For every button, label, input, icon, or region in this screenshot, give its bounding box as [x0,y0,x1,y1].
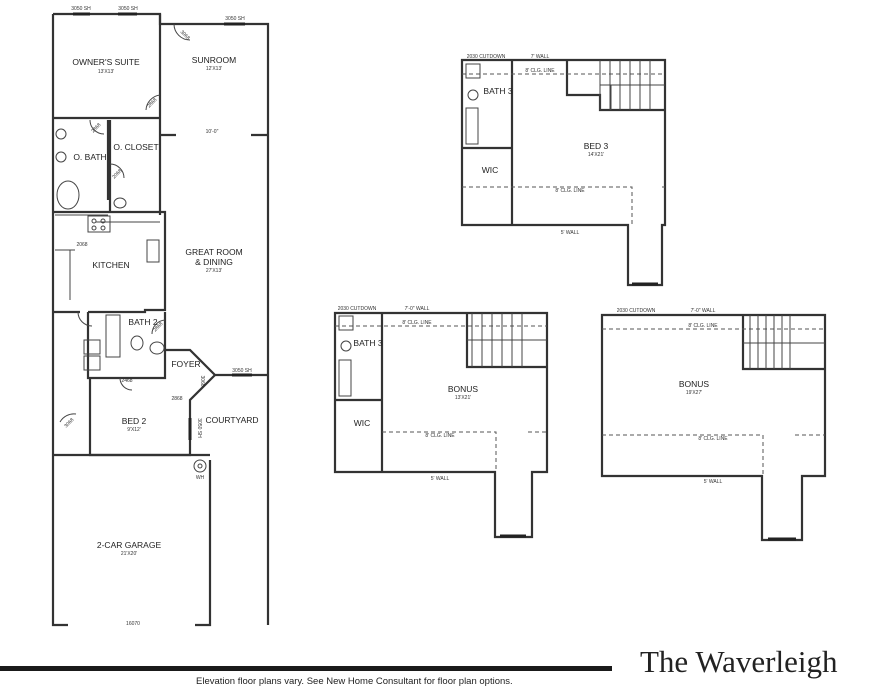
ceiling-line-label: 8' CLG. LINE [402,320,432,326]
ceiling-line-label: 8' CLG. LINE [698,436,728,442]
door-label: 2868 [146,97,158,109]
room-size: 12'X13' [206,66,222,72]
wall-height-label: 5' WALL [561,230,580,236]
opening-width: 10'-0" [206,129,219,135]
ceiling-line-label: 8' CLG. LINE [688,323,718,329]
ceiling-line-label: 8' CLG. LINE [425,433,455,439]
door-label: 3068 [199,375,205,386]
door-label: 2868 [171,396,182,402]
door-label: 2868 [90,122,102,134]
wall-height-label: 5' WALL [431,476,450,482]
second-floor-bed3-plan: 2030 CUTDOWN 7' WALL 8' CLG. LINE BATH 3… [460,54,667,287]
room-bath-3: BATH 3 [353,338,382,348]
room-wic: WIC [482,165,499,175]
room-size: 9'X12' [127,427,141,433]
window-label: 3050 SH [225,16,245,22]
window-label: 3050 SH [196,418,202,438]
room-size: 13'X21' [455,395,471,401]
wall-height-label: 7'-0" WALL [691,308,716,314]
cutdown-label: 2030 CUTDOWN [617,308,656,314]
footer-rule [0,666,612,671]
water-heater-label: WH [196,475,205,481]
second-floor-bonus-plan: 2030 CUTDOWN 7'-0" WALL 8' CLG. LINE BON… [600,308,827,542]
room-bonus: BONUS [448,384,479,394]
ceiling-line-label: 8' CLG. LINE [555,188,585,194]
room-size: 27'X13' [206,268,222,274]
window-label: 3050 SH [232,368,252,374]
wall-height-label: 5' WALL [704,479,723,485]
room-kitchen: KITCHEN [92,260,129,270]
room-size: 14'X21' [588,152,604,158]
window-label: 3050 SH [118,6,138,12]
room-bonus: BONUS [679,379,710,389]
room-great-room-dining: & DINING [195,257,233,267]
first-floor-labels: 3050 SH 3050 SH 3050 SH 3050 SH 3050 SH … [63,6,258,627]
room-size: 21'X20' [121,551,137,557]
plan-title: The Waverleigh [640,644,838,679]
room-size: 19'X27' [686,390,702,396]
footer-note: Elevation floor plans vary. See New Home… [196,676,513,687]
room-o-closet: O. CLOSET [113,142,158,152]
room-owners-suite: OWNER'S SUITE [72,57,140,67]
first-floor-plan [51,12,270,627]
wall-height-label: 7' WALL [531,54,550,60]
room-wic: WIC [354,418,371,428]
ceiling-line-label: 8' CLG. LINE [525,68,555,74]
room-garage: 2-CAR GARAGE [97,540,162,550]
room-foyer: FOYER [171,359,200,369]
garage-door-label: 16070 [126,621,140,627]
room-bath-2: BATH 2 [128,317,157,327]
cutdown-label: 2030 CUTDOWN [338,306,377,312]
wall-height-label: 7'-0" WALL [405,306,430,312]
door-label: 3068 [63,417,75,429]
room-bath-3: BATH 3 [483,86,512,96]
room-o-bath: O. BATH [73,152,106,162]
room-bed-3: BED 3 [584,141,609,151]
room-bed-2: BED 2 [122,416,147,426]
room-sunroom: SUNROOM [192,55,236,65]
room-courtyard: COURTYARD [205,415,258,425]
door-label: 2068 [76,242,87,248]
window-label: 3050 SH [71,6,91,12]
door-label: 2468 [121,378,132,384]
room-great-room: GREAT ROOM [185,247,242,257]
cutdown-label: 2030 CUTDOWN [467,54,506,60]
second-floor-bonus-bath-plan: 2030 CUTDOWN 7'-0" WALL 8' CLG. LINE BAT… [333,306,549,539]
room-size: 13'X13' [98,69,114,75]
